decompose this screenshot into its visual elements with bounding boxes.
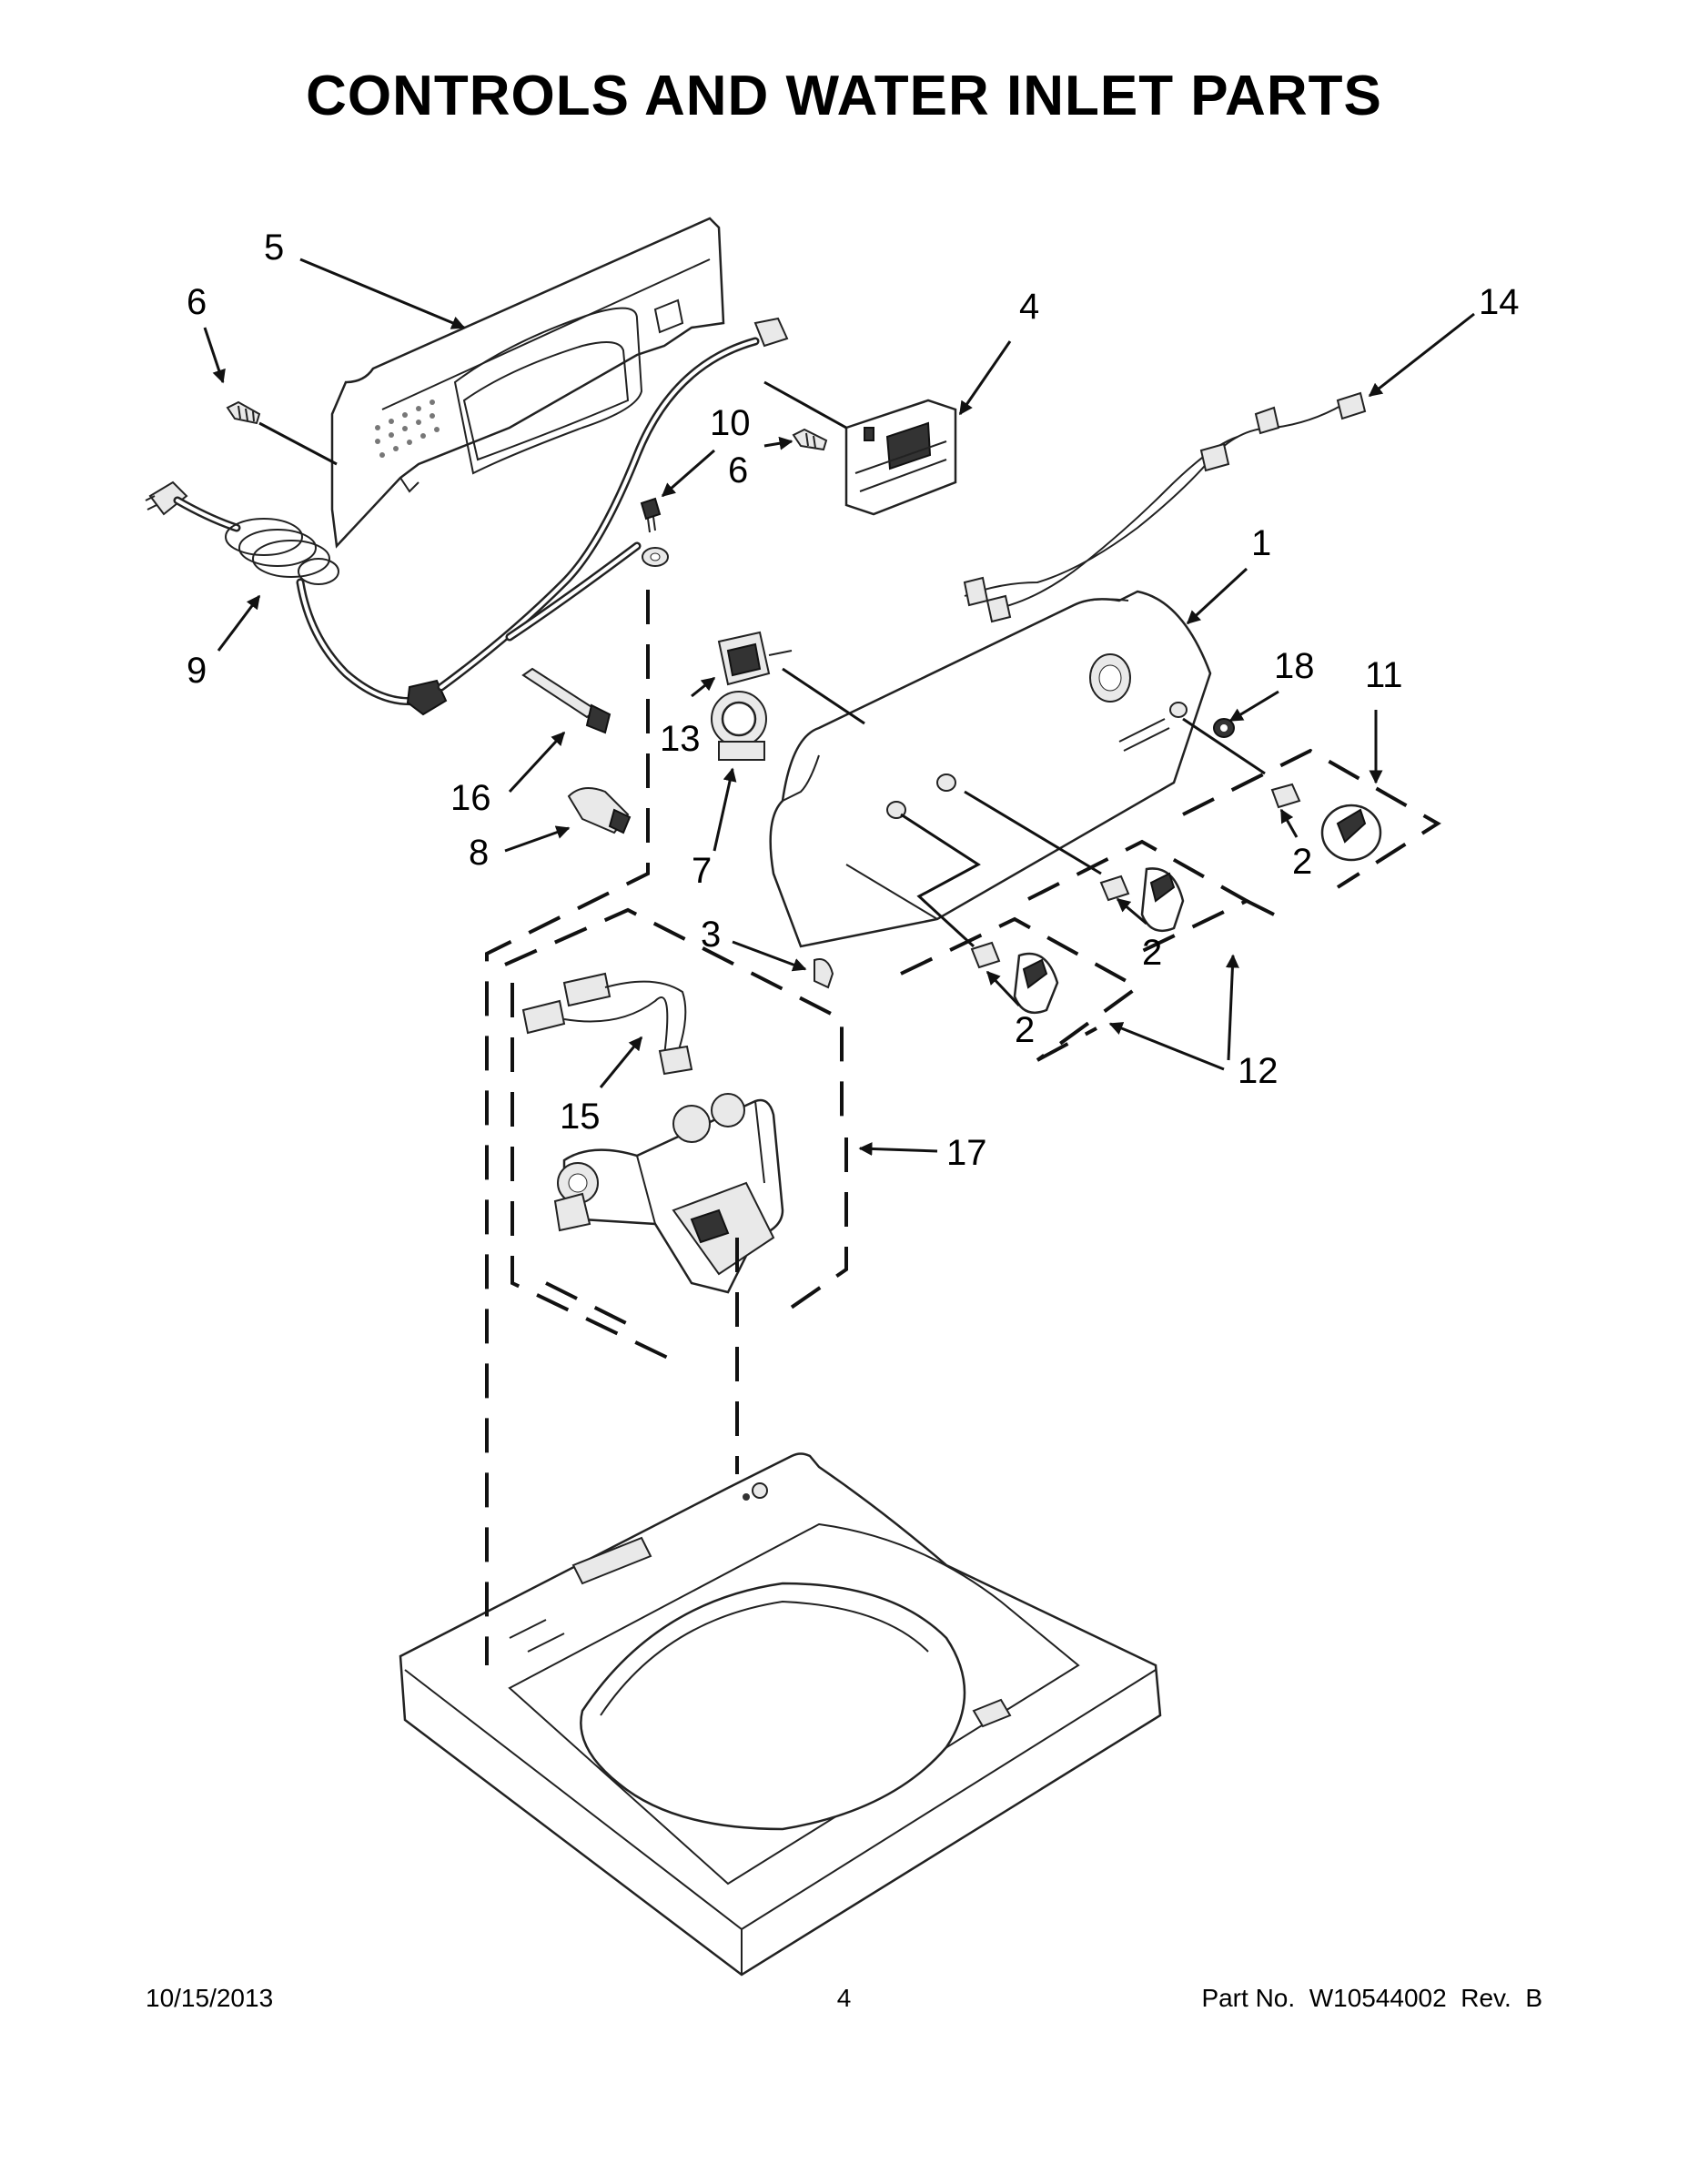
callout-9: 9	[187, 651, 207, 691]
callout-17: 17	[946, 1133, 987, 1173]
callout-14: 14	[1479, 282, 1520, 322]
callout-1: 1	[1251, 523, 1271, 563]
dashed-assembly-lines	[485, 590, 1441, 1665]
callout-6-left: 6	[187, 282, 207, 322]
footer-part-number: Part No. W10544002 Rev. B	[1201, 1984, 1542, 2012]
knob-left	[970, 941, 1059, 1015]
callout-5: 5	[264, 228, 284, 268]
hex-nut	[1213, 718, 1235, 738]
screw-control-board	[792, 428, 828, 451]
control-board	[844, 399, 957, 516]
selector-switch	[717, 631, 793, 686]
part-connection-lines	[258, 380, 1266, 948]
wire-harness	[963, 391, 1367, 623]
callout-7: 7	[692, 851, 712, 891]
console	[769, 590, 1212, 948]
callout-arrows	[203, 258, 1475, 1156]
callout-15: 15	[560, 1097, 601, 1137]
callout-3: 3	[701, 915, 721, 955]
cable-tie	[521, 667, 612, 734]
footer-date: 10/15/2013	[146, 1984, 274, 2012]
washer-top	[399, 1452, 1162, 1977]
callout-18: 18	[1274, 646, 1315, 686]
knob-right	[1270, 783, 1382, 862]
page-title: CONTROLS AND WATER INLET PARTS	[306, 65, 1382, 127]
callout-2-middle: 2	[1142, 933, 1162, 973]
water-inlet-harness	[521, 972, 693, 1076]
callout-labels: 5 6 4 14 10 6 1 9 18 11 13 16 8 7 2 3 2 …	[187, 228, 1520, 1173]
callout-12: 12	[1238, 1051, 1279, 1091]
power-cord	[145, 317, 789, 716]
callout-2-left: 2	[1015, 1010, 1035, 1050]
pressure-switch	[711, 691, 767, 761]
callout-2-right: 2	[1292, 842, 1312, 882]
callout-8: 8	[469, 833, 489, 873]
water-inlet-valve	[553, 1093, 784, 1294]
footer-page-number: 4	[836, 1984, 852, 2012]
callout-10: 10	[710, 403, 751, 443]
knob-middle	[1099, 867, 1185, 933]
screw-top-left	[226, 400, 261, 425]
callout-4: 4	[1019, 287, 1039, 327]
ground-screw	[640, 497, 669, 567]
wire-clip	[567, 787, 632, 834]
callout-16: 16	[450, 778, 491, 818]
hose-clip	[814, 958, 834, 989]
console-rear-panel	[330, 217, 725, 549]
callout-13: 13	[660, 719, 701, 759]
callout-6-board: 6	[728, 450, 748, 490]
callout-11: 11	[1365, 655, 1403, 695]
